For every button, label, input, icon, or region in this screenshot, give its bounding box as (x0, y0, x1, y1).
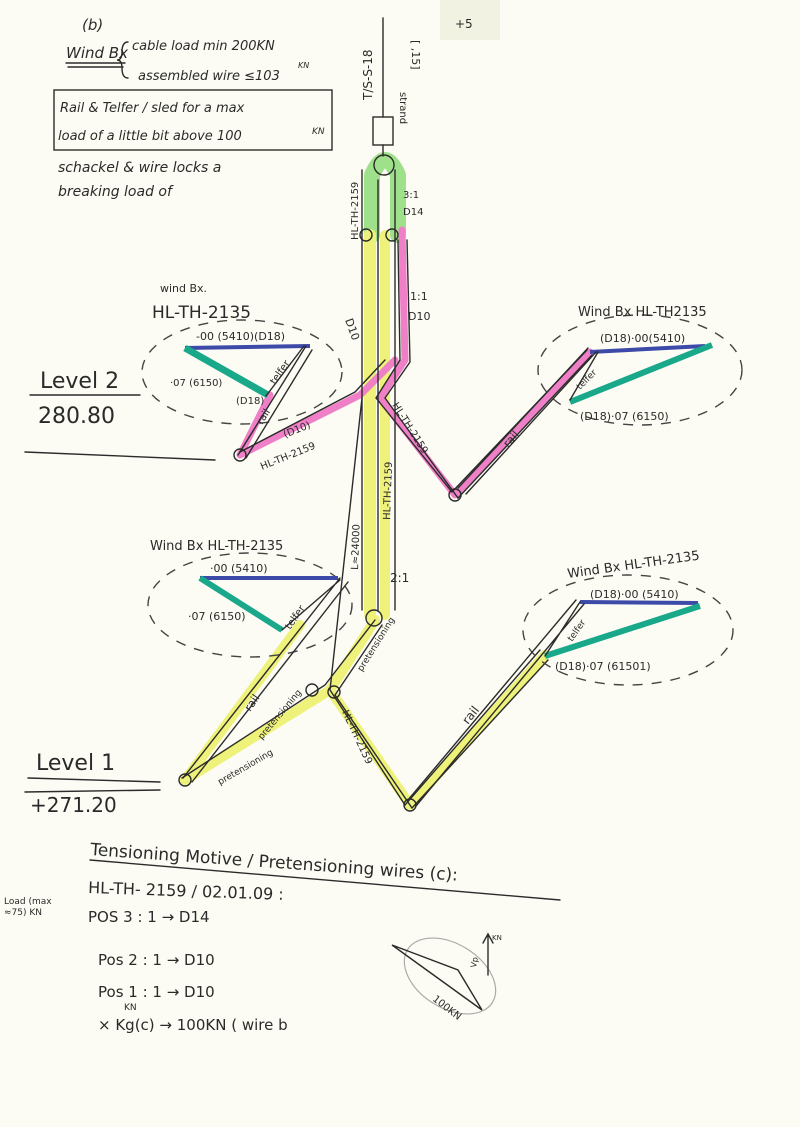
yellow-band-level1-right (325, 615, 550, 810)
pos-3-line: POS 3 : 1 → D14 (88, 908, 210, 926)
note-box-unit: KN (312, 127, 325, 137)
force-line: × Kg(c) → 100KN ( wire b (98, 1016, 288, 1034)
windbox-title: Wind Bx HL-TH-2135 (566, 549, 700, 582)
windbox-top-label: (D18)·00 (5410) (590, 588, 679, 601)
pos-1-line: Pos 1 : 1 → D10 (98, 983, 215, 1001)
note-header: (b) (82, 16, 103, 34)
windbox-level2-right: Wind Bx HL-TH2135 (D18)·00(5410) (D18)·0… (448, 305, 743, 502)
blue-member (184, 344, 311, 350)
note-box-line2: load of a little bit above 100 (58, 129, 242, 144)
tensioning-ref: HL-TH- 2159 / 02.01.09 : (88, 878, 284, 904)
tensioning-notes: Tensioning Motive / Pretensioning wires … (88, 840, 561, 1034)
d14-label: D14 (403, 207, 423, 218)
d10-right: D10 (408, 310, 430, 323)
strand-note: strand (397, 92, 408, 124)
kn-small: KN (124, 1003, 137, 1013)
note-unit: KN (298, 61, 309, 70)
level-2-marker: Level 2 280.80 (24, 369, 216, 461)
level-1-label: Level 1 (36, 751, 115, 776)
level-2-label: Level 2 (40, 369, 119, 394)
pulley-2to1 (365, 609, 383, 627)
note-shackle-1: schackel & wire locks a (58, 160, 221, 176)
strand-label: T/S-S-18 (361, 49, 375, 101)
page-number: +5 (455, 17, 473, 31)
wire-lines (181, 169, 593, 810)
windbox-pre: wind Bx. (160, 282, 207, 295)
windbox-title: Wind Bx HL-TH-2135 (150, 539, 283, 554)
note-cable-load: cable load min 200KN (132, 39, 275, 54)
blue-member (579, 600, 699, 605)
windbox-level1-left: Wind Bx HL-TH-2135 ·00 (5410) ·07 (6150)… (147, 539, 353, 788)
ratio-2to1: 2:1 (390, 571, 409, 585)
windbox-top-label: ·00 (5410) (210, 562, 268, 575)
note-wind-bx: Wind Bx (66, 44, 128, 62)
teal-member (198, 575, 284, 633)
windbox-title: Wind Bx HL-TH2135 (578, 305, 707, 320)
note-box (53, 89, 333, 151)
note-shackle-2: breaking load of (58, 184, 174, 200)
wire-label: HL-TH-2159 (259, 441, 317, 473)
force-sketch: 100KN KN Vp (391, 932, 502, 1023)
level-1-elevation: +271.20 (30, 793, 117, 817)
length-label: L≈24000 (350, 524, 363, 570)
ratio-1to1: 1:1 (410, 290, 428, 303)
axis-label: KN (492, 934, 502, 942)
blue-member (589, 344, 706, 354)
windbox-bottom-label: (D18)·07 (6150) (580, 410, 669, 423)
level-1-marker: Level 1 +271.20 (24, 751, 161, 817)
windbox-level1-right: Wind Bx HL-TH-2135 (D18)·00 (5410) (D18)… (403, 549, 734, 812)
teal-member (544, 603, 701, 659)
d10-left: D10 (342, 317, 362, 343)
green-band-3to1 (364, 152, 406, 243)
pink-band-right (376, 226, 594, 499)
note-box-line1: Rail & Telfer / sled for a max (60, 101, 245, 116)
wire-label-center: HL-TH-2159 (382, 461, 395, 520)
windbox-title: HL-TH-2135 (152, 303, 251, 323)
pos-2-line: Pos 2 : 1 → D10 (98, 951, 215, 969)
sketch-label: 100KN (430, 994, 463, 1023)
level-2-elevation: 280.80 (38, 404, 115, 429)
axis-note: Vp (469, 956, 480, 968)
top-pulley (373, 154, 395, 176)
load-note: Load (max ≈75) KN (4, 897, 52, 918)
windbox-bottom-label: (D18)·07 (61501) (555, 660, 651, 673)
tensioning-title: Tensioning Motive / Pretensioning wires … (89, 840, 459, 886)
note-assembled-wire: assembled wire ≤103 (138, 69, 280, 84)
notes-block: (b) Wind Bx cable load min 200KN assembl… (53, 16, 333, 200)
ratio-3to1: 3:1 (403, 190, 419, 201)
wire-label-left: HL-TH-2159 (350, 182, 361, 240)
top-strand: T/S-S-18 strand [ ,15] HL-TH-2159 3:1 D1… (350, 17, 423, 242)
page-tab (440, 0, 500, 40)
teal-member (568, 342, 714, 405)
teal-member (183, 344, 270, 399)
windbox-bottom-label: ·07 (6150) (188, 610, 246, 623)
yellow-band-level1-left (180, 615, 380, 785)
windbox-top-label: -00 (5410)(D18) (196, 330, 285, 343)
windbox-bottom-label: ·07 (6150) (170, 378, 222, 389)
windbox-top-label: (D18)·00(5410) (600, 332, 685, 345)
windbox-d-label: (D18) (236, 396, 264, 407)
strand-size: [ ,15] (409, 40, 422, 70)
